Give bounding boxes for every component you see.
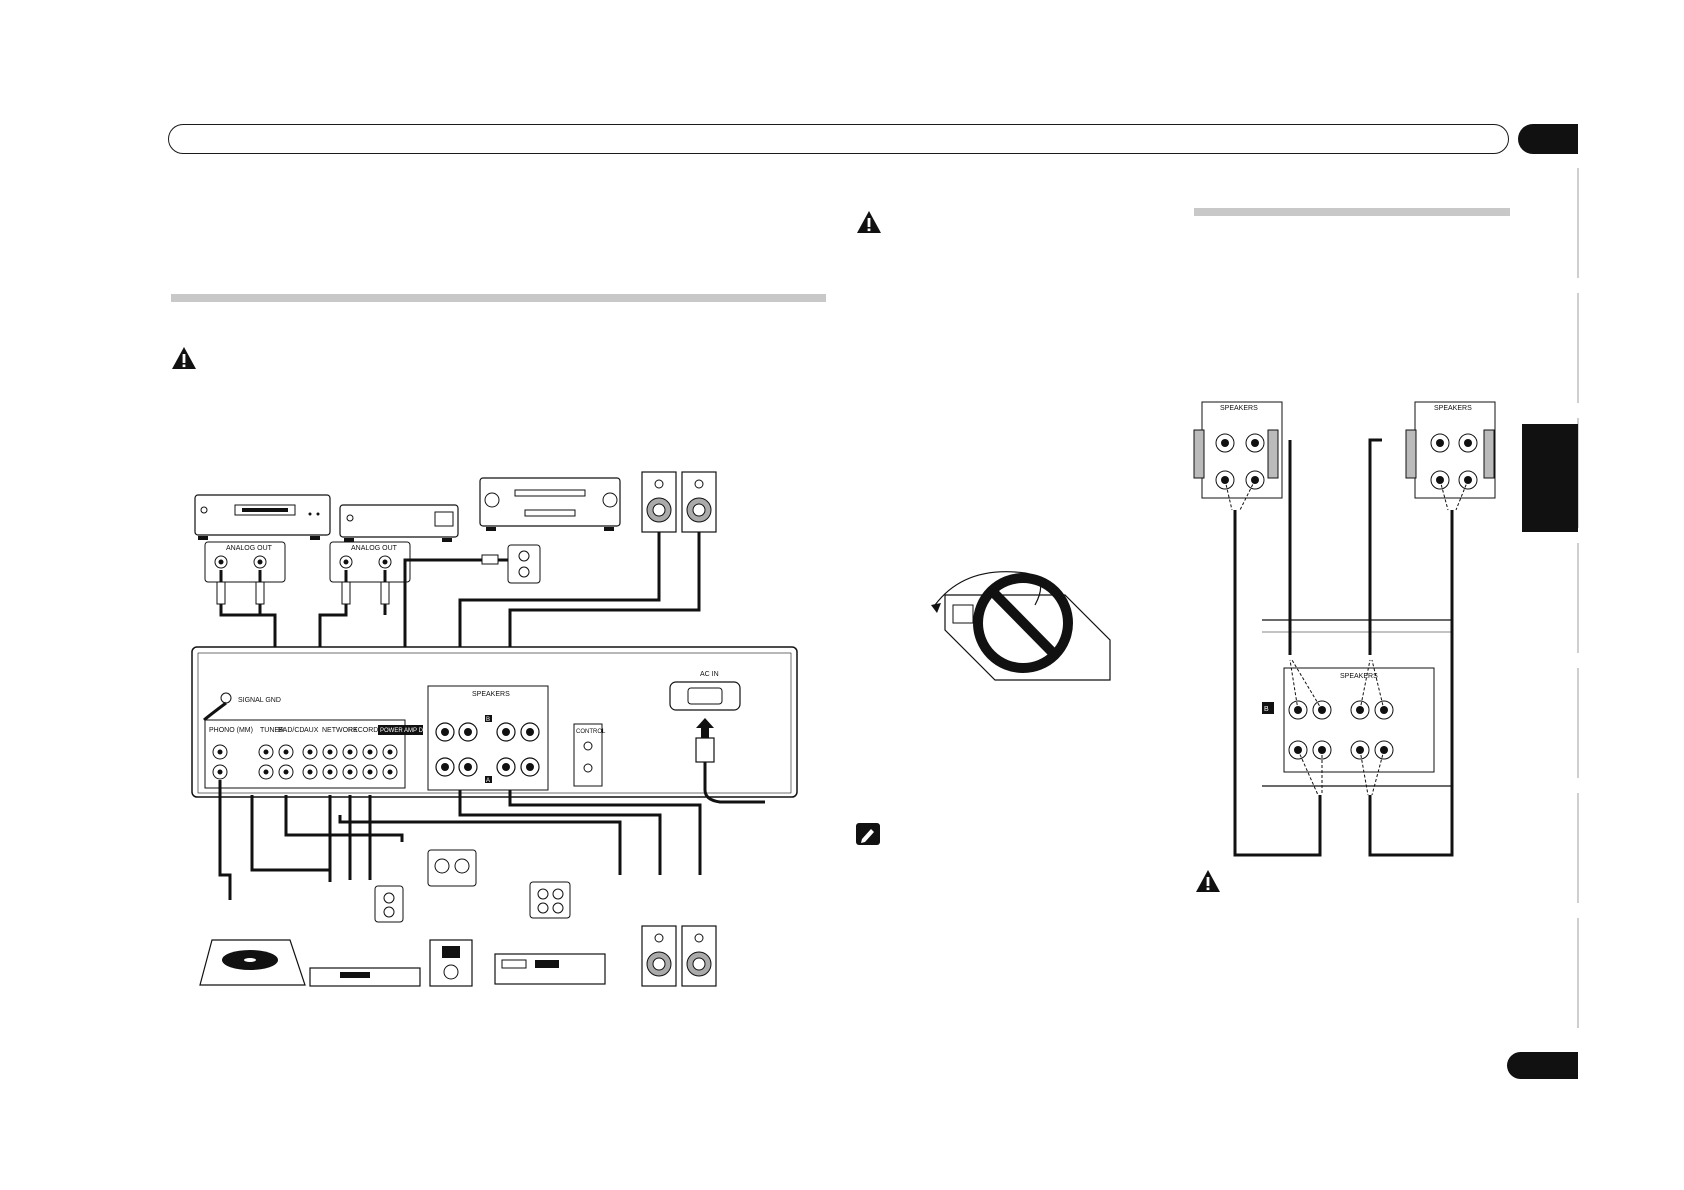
power-amp-direct-label: POWER AMP DIRECT [380,728,441,734]
speaker-terminal-left: SPEAKERS [1193,401,1283,499]
recorder-device [494,881,606,985]
network-label: NETWORK [322,727,358,734]
section-rule-right [1194,208,1510,216]
bi-wiring-diagram: SPEAKERS SPEAKERS B SPEAKERS [1193,401,1496,857]
analog-out-label: ANALOG OUT [226,545,273,552]
signal-gnd-label: SIGNAL GND [238,697,281,704]
section-rule-left [171,294,826,302]
chapter-number-tab [1518,124,1578,154]
network-player-device [339,504,459,542]
phono-label: PHONO (MM) [209,727,253,734]
analog-out-label: ANALOG OUT [351,545,398,552]
terminal-a-label: A [486,778,490,784]
cd-player-device [194,494,331,540]
speaker-front-left [641,471,677,533]
terminal-b-label: B [486,717,490,723]
speakers-label: SPEAKERS [472,691,510,698]
speaker-rear-left [641,925,677,987]
warning-icon [857,211,881,233]
control-label: CONTROL [576,729,606,735]
tuner-label: TUNER [260,727,284,734]
turntable-device [199,939,306,986]
page-number-tab [1507,1052,1578,1079]
speaker-rear-right [681,925,717,987]
ac-in-label: AC IN [700,671,719,678]
tuner-device [309,885,421,987]
header-bar [168,124,1509,154]
aux-label: AUX [304,727,319,734]
connection-diagram: ANALOG OUT ANALOG OUT PHONO (MM) TUNER B… [191,471,798,987]
side-index-active-tab [1522,424,1578,532]
analog-out-callout-1: ANALOG OUT [204,541,286,583]
ipod-dock-device [427,849,477,987]
speaker-terminal-right: SPEAKERS [1405,401,1496,499]
speakers-label: SPEAKERS [1434,405,1472,412]
cd-label: BAD/CD [278,727,304,734]
amplifier-rear-panel: PHONO (MM) TUNER BAD/CD AUX NETWORK RECO… [191,646,798,804]
recorder-label: RECORDER [348,727,388,734]
warning-icon [1196,870,1220,892]
prohibited-cable-wrap-illustration [931,571,1111,681]
receiver-device [479,477,621,531]
speakers-label: SPEAKERS [1220,405,1258,412]
warning-icon [172,347,196,369]
note-icon [856,823,880,845]
speakers-label: SPEAKERS [1340,673,1378,680]
side-b-label: B [1264,706,1269,713]
side-chapter-index [1577,168,1579,1038]
speaker-front-right [681,471,717,533]
analog-out-callout-2: ANALOG OUT [329,541,411,583]
